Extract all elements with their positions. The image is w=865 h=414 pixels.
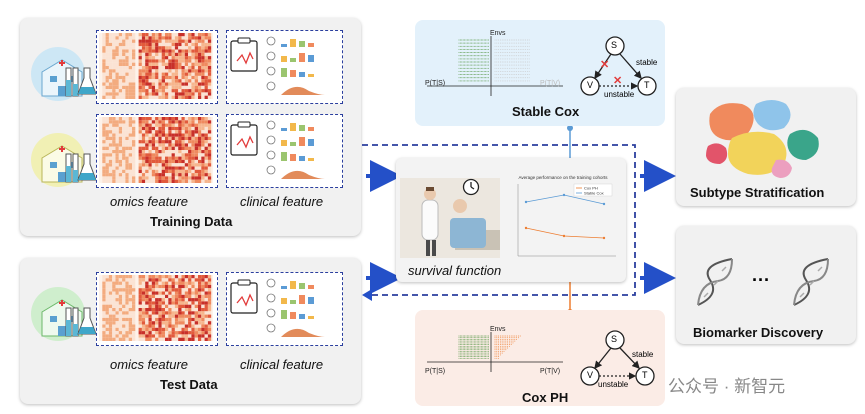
dna-icon — [697, 258, 733, 306]
stable-edge-label: stable — [632, 350, 654, 359]
clock-icon — [462, 178, 480, 196]
node-v: V — [587, 80, 594, 90]
cox-ph-panel — [415, 310, 665, 406]
training-data-title: Training Data — [150, 214, 233, 229]
dna-icon — [793, 258, 829, 306]
envs-label: Envs — [490, 326, 506, 333]
watermark: 公众号 · 新智元 — [668, 377, 786, 396]
doctor-patient-illustration — [400, 178, 500, 258]
stable-cox-line — [525, 194, 605, 205]
node-v: V — [587, 370, 594, 380]
unstable-edge-label: unstable — [598, 380, 629, 389]
p-t-given-v-label: P(T|V) — [540, 80, 561, 87]
stable-cox-line-point — [524, 200, 528, 204]
p-t-given-v-label: P(T|V) — [540, 368, 561, 375]
omics-heatmap — [99, 33, 213, 99]
causal-graph — [580, 330, 655, 386]
svg-text:✕: ✕ — [613, 75, 622, 87]
chart-title: Average performance on the training coho… — [519, 175, 609, 180]
node-t: T — [644, 80, 650, 90]
stable-cox-title: Stable Cox — [512, 104, 580, 119]
biomarker-discovery-title: Biomarker Discovery — [693, 325, 824, 340]
performance-chart: Average performance on the training coho… — [517, 175, 616, 257]
stable-cox-line-point — [602, 202, 606, 206]
svg-text:✕: ✕ — [600, 59, 609, 71]
legend-stable: Stable Cox — [584, 191, 604, 196]
legend-cox: Cox PH — [584, 186, 598, 191]
p-t-given-s-label: P(T|S) — [425, 368, 446, 375]
cox-ph-line-point — [562, 234, 566, 238]
lab-flasks-icon — [65, 67, 97, 97]
cox-ph-title: Cox PH — [522, 390, 569, 405]
causal-graph: ✕ ✕ — [580, 36, 657, 96]
clusters-illustration — [706, 100, 819, 178]
unstable-edge-label: unstable — [604, 90, 635, 99]
clinical-feature-label: clinical feature — [240, 194, 324, 209]
node-t: T — [642, 370, 648, 380]
omics-feature-label: omics feature — [110, 194, 189, 209]
ellipsis-label: ··· — [752, 270, 770, 290]
clinical-mini-charts — [230, 36, 325, 95]
test-data-title: Test Data — [160, 377, 218, 392]
omics-feature-label: omics feature — [110, 357, 189, 372]
omics-heatmap — [99, 117, 213, 183]
cox-ph-line-point — [524, 226, 528, 230]
p-t-given-s-label: P(T|S) — [425, 80, 446, 87]
clinical-mini-charts — [230, 278, 325, 337]
cox-ph-line-point — [602, 236, 606, 240]
node-s: S — [611, 334, 618, 344]
envs-label: Envs — [490, 30, 506, 37]
envs-dot-plot — [427, 332, 563, 372]
node-s: S — [611, 40, 618, 50]
survival-function-label: survival function — [408, 263, 502, 278]
envs-dot-plot — [427, 36, 563, 96]
stable-edge-label: stable — [636, 58, 658, 67]
clinical-mini-charts — [230, 120, 325, 179]
lab-flasks-icon — [65, 307, 97, 337]
clinical-feature-label: clinical feature — [240, 357, 324, 372]
subtype-stratification-title: Subtype Stratification — [690, 185, 825, 200]
stable-cox-panel — [415, 20, 665, 126]
lab-flasks-icon — [65, 153, 97, 183]
omics-heatmap — [99, 275, 213, 341]
stable-cox-line-point — [562, 193, 566, 197]
